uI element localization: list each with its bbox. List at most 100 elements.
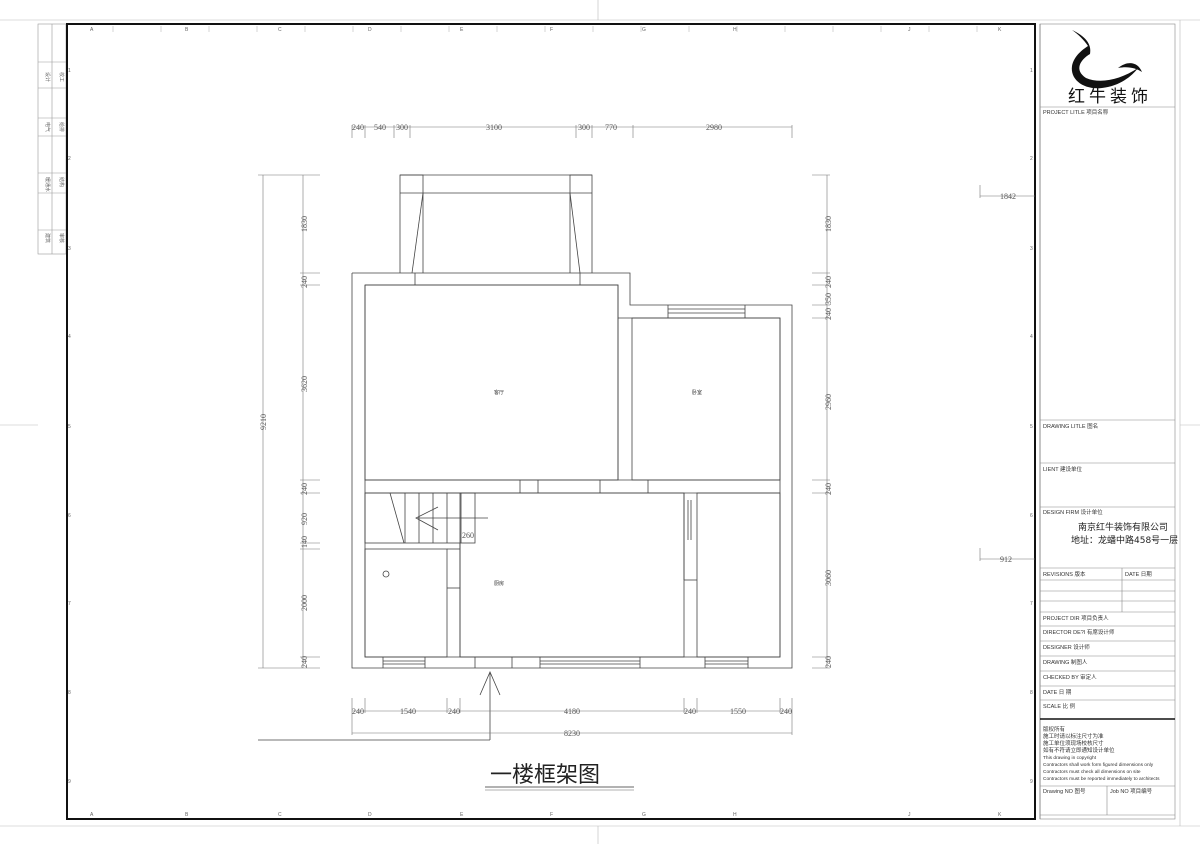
svg-text:DESIGN FIRM 设计单位: DESIGN FIRM 设计单位 — [1043, 508, 1103, 516]
svg-text:校工: 校工 — [58, 72, 65, 82]
svg-text:F: F — [550, 812, 553, 818]
bottom-dimension-line: 240 1540 240 4180 240 1550 240 8230 — [351, 698, 793, 738]
svg-text:DATE 日 期: DATE 日 期 — [1043, 689, 1072, 696]
left-sign-strip: 设计 校工 电气 给排 暖通水 结构 建筑 审核 — [37, 23, 67, 255]
svg-text:240: 240 — [824, 656, 833, 668]
svg-text:1830: 1830 — [824, 216, 833, 232]
svg-text:审核: 审核 — [58, 233, 65, 243]
svg-text:G: G — [642, 27, 646, 33]
svg-text:A: A — [90, 27, 94, 33]
svg-text:240: 240 — [300, 656, 309, 668]
svg-text:912: 912 — [1000, 555, 1012, 564]
svg-text:D: D — [368, 812, 372, 818]
svg-text:DESIGNER 设计师: DESIGNER 设计师 — [1043, 643, 1090, 651]
svg-text:J: J — [908, 27, 911, 33]
svg-text:设计: 设计 — [44, 72, 51, 82]
svg-text:7: 7 — [1030, 601, 1033, 607]
svg-text:D: D — [368, 27, 372, 33]
svg-text:3100: 3100 — [486, 123, 502, 132]
grid-row-labels: 1 2 3 4 5 6 7 8 9 1 2 3 4 5 6 7 8 9 — [68, 68, 1033, 785]
svg-text:1550: 1550 — [730, 707, 746, 716]
svg-text:3620: 3620 — [300, 376, 309, 392]
svg-text:240: 240 — [300, 483, 309, 495]
svg-text:Drawing NO 图号: Drawing NO 图号 — [1043, 787, 1086, 795]
svg-text:给排: 给排 — [58, 122, 65, 132]
svg-text:140: 140 — [300, 536, 309, 548]
drawing-border — [66, 23, 1036, 820]
svg-text:540: 540 — [374, 123, 386, 132]
svg-text:如有不符请立即通知设计单位: 如有不符请立即通知设计单位 — [1043, 746, 1115, 754]
svg-text:240: 240 — [780, 707, 792, 716]
svg-text:H: H — [733, 27, 737, 33]
design-firm-name: 南京红牛装饰有限公司 — [1078, 521, 1168, 533]
title-block: 红牛装饰 PROJECT LITLE 项目名称 DRAWING LITLE 图名… — [1039, 23, 1178, 820]
drawing-title: 一楼框架图 — [490, 763, 600, 788]
side-dimension-lower: 912 — [979, 548, 1035, 564]
svg-text:6: 6 — [1030, 513, 1033, 519]
svg-text:9210: 9210 — [259, 414, 268, 430]
svg-text:Contractors shall work form fi: Contractors shall work form figured dime… — [1043, 762, 1154, 768]
svg-text:PROJECT DIR 项目负责人: PROJECT DIR 项目负责人 — [1043, 614, 1109, 622]
svg-text:J: J — [908, 812, 911, 818]
svg-text:240: 240 — [824, 276, 833, 288]
svg-text:2980: 2980 — [706, 123, 722, 132]
svg-text:B: B — [185, 27, 189, 33]
svg-text:8230: 8230 — [564, 729, 580, 738]
svg-text:3060: 3060 — [824, 570, 833, 586]
svg-text:9: 9 — [68, 779, 71, 785]
svg-text:K: K — [998, 812, 1002, 818]
svg-text:B: B — [185, 812, 189, 818]
svg-text:施工单位须现场校核尺寸: 施工单位须现场校核尺寸 — [1043, 739, 1104, 747]
brand-name: 红牛装饰 — [1068, 87, 1152, 107]
svg-text:240: 240 — [684, 707, 696, 716]
svg-text:H: H — [733, 812, 737, 818]
svg-text:暖通水: 暖通水 — [44, 177, 51, 192]
svg-text:1540: 1540 — [400, 707, 416, 716]
svg-text:5: 5 — [68, 424, 71, 430]
svg-text:240: 240 — [300, 276, 309, 288]
svg-text:2000: 2000 — [300, 595, 309, 611]
svg-text:240: 240 — [824, 483, 833, 495]
room-labels: 客厅 卧室 厨房 — [494, 389, 702, 587]
svg-text:DATE 日期: DATE 日期 — [1125, 571, 1152, 578]
svg-text:300: 300 — [396, 123, 408, 132]
svg-text:1: 1 — [1030, 68, 1033, 74]
svg-text:卧室: 卧室 — [692, 389, 702, 396]
side-dimension-upper: 1842 — [979, 185, 1035, 201]
svg-text:2960: 2960 — [824, 394, 833, 410]
svg-text:Contractors must check all dim: Contractors must check all dimensions on… — [1043, 769, 1141, 775]
svg-text:240: 240 — [448, 707, 460, 716]
right-dimension-line: 1830 240 350 240 2960 240 3060 240 — [812, 174, 833, 669]
svg-text:电气: 电气 — [44, 122, 51, 132]
svg-text:厨房: 厨房 — [494, 580, 504, 587]
svg-text:This drawing in copyright: This drawing in copyright — [1043, 755, 1097, 761]
svg-text:6: 6 — [68, 513, 71, 519]
svg-text:5: 5 — [1030, 424, 1033, 430]
svg-text:1830: 1830 — [300, 216, 309, 232]
design-firm-address: 地址：龙蟠中路458号一层 — [1071, 534, 1178, 546]
grid-column-ticks — [112, 26, 978, 32]
svg-text:3: 3 — [68, 246, 71, 252]
svg-text:A: A — [90, 812, 94, 818]
title-block-notes: 版权所有 施工时请以标注尺寸为准 施工单位须现场校核尺寸 如有不符请立即通知设计… — [1043, 725, 1160, 782]
svg-text:G: G — [642, 812, 646, 818]
svg-text:350: 350 — [824, 293, 833, 305]
svg-text:240: 240 — [352, 707, 364, 716]
svg-text:施工时请以标注尺寸为准: 施工时请以标注尺寸为准 — [1043, 732, 1104, 740]
svg-text:4: 4 — [68, 334, 71, 340]
svg-text:8: 8 — [1030, 690, 1033, 696]
svg-text:结构: 结构 — [58, 177, 65, 187]
svg-text:9: 9 — [1030, 779, 1033, 785]
svg-text:1842: 1842 — [1000, 192, 1016, 201]
svg-text:DRAWING LITLE 图名: DRAWING LITLE 图名 — [1043, 422, 1098, 430]
svg-text:240: 240 — [824, 308, 833, 320]
svg-text:C: C — [278, 27, 282, 33]
svg-text:7: 7 — [68, 601, 71, 607]
grid-column-labels: A B C D E F G H J K A B C D E F G H J K — [90, 27, 1002, 818]
svg-text:2: 2 — [1030, 156, 1033, 162]
svg-text:DIRECTOR DE?I 有席设计师: DIRECTOR DE?I 有席设计师 — [1043, 628, 1115, 636]
svg-text:Contractors must be reported i: Contractors must be reported immediately… — [1043, 776, 1160, 782]
svg-text:4: 4 — [1030, 334, 1033, 340]
svg-text:Job NO 项目编号: Job NO 项目编号 — [1110, 787, 1153, 795]
